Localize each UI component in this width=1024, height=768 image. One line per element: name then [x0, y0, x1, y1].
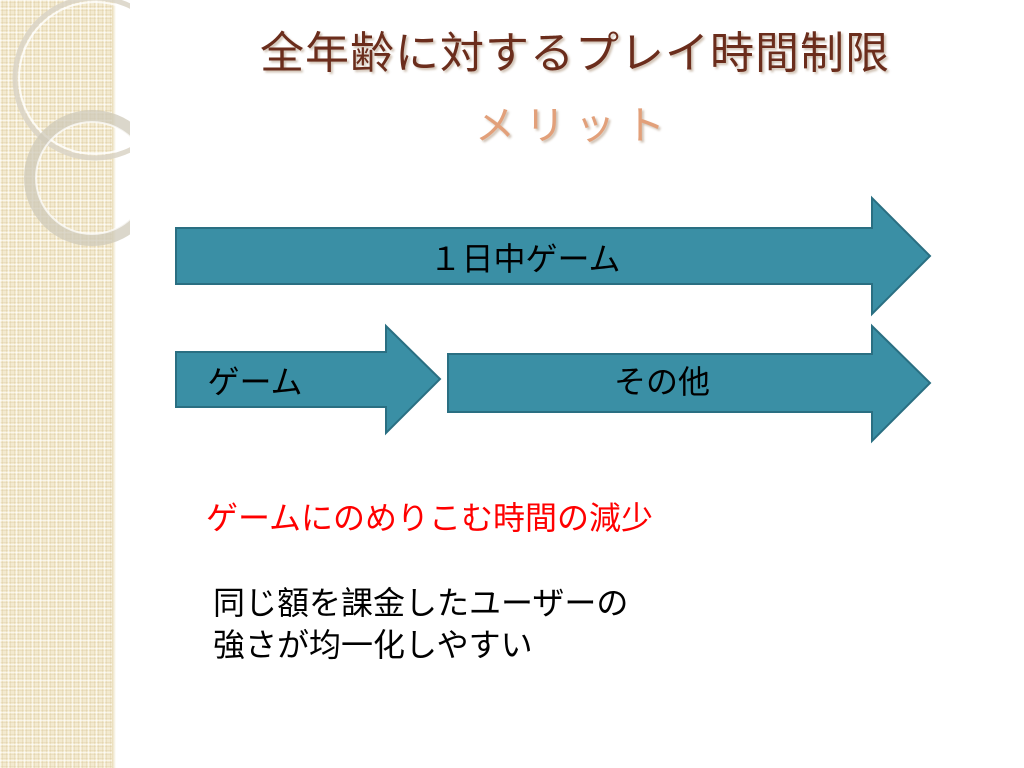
body-text: 同じ額を課金したユーザーの 強さが均一化しやすい: [213, 582, 628, 666]
arrow-other: [447, 323, 932, 444]
side-strip-edge: [112, 0, 116, 768]
arrow-game-shape: [175, 323, 442, 436]
arrow-other-label: その他: [613, 363, 710, 401]
body-line-2: 強さが均一化しやすい: [213, 626, 533, 664]
arrow-other-shape: [447, 323, 932, 444]
slide-title: 全年齢に対するプレイ時間制限: [260, 28, 890, 79]
arrow-full-day-shape: [175, 195, 932, 317]
slide-subtitle: メリット: [475, 103, 675, 149]
red-note-text: ゲームにのめりこむ時間の減少: [206, 499, 654, 537]
arrow-full-day: １日中ゲーム: [175, 195, 932, 317]
decorative-circles: [12, 0, 130, 246]
body-line-1: 同じ額を課金したユーザーの: [213, 584, 629, 622]
arrow-game-label: ゲーム: [207, 363, 303, 401]
arrow-game: [175, 323, 442, 436]
arrow-full-day-label: １日中ゲーム: [429, 240, 621, 278]
